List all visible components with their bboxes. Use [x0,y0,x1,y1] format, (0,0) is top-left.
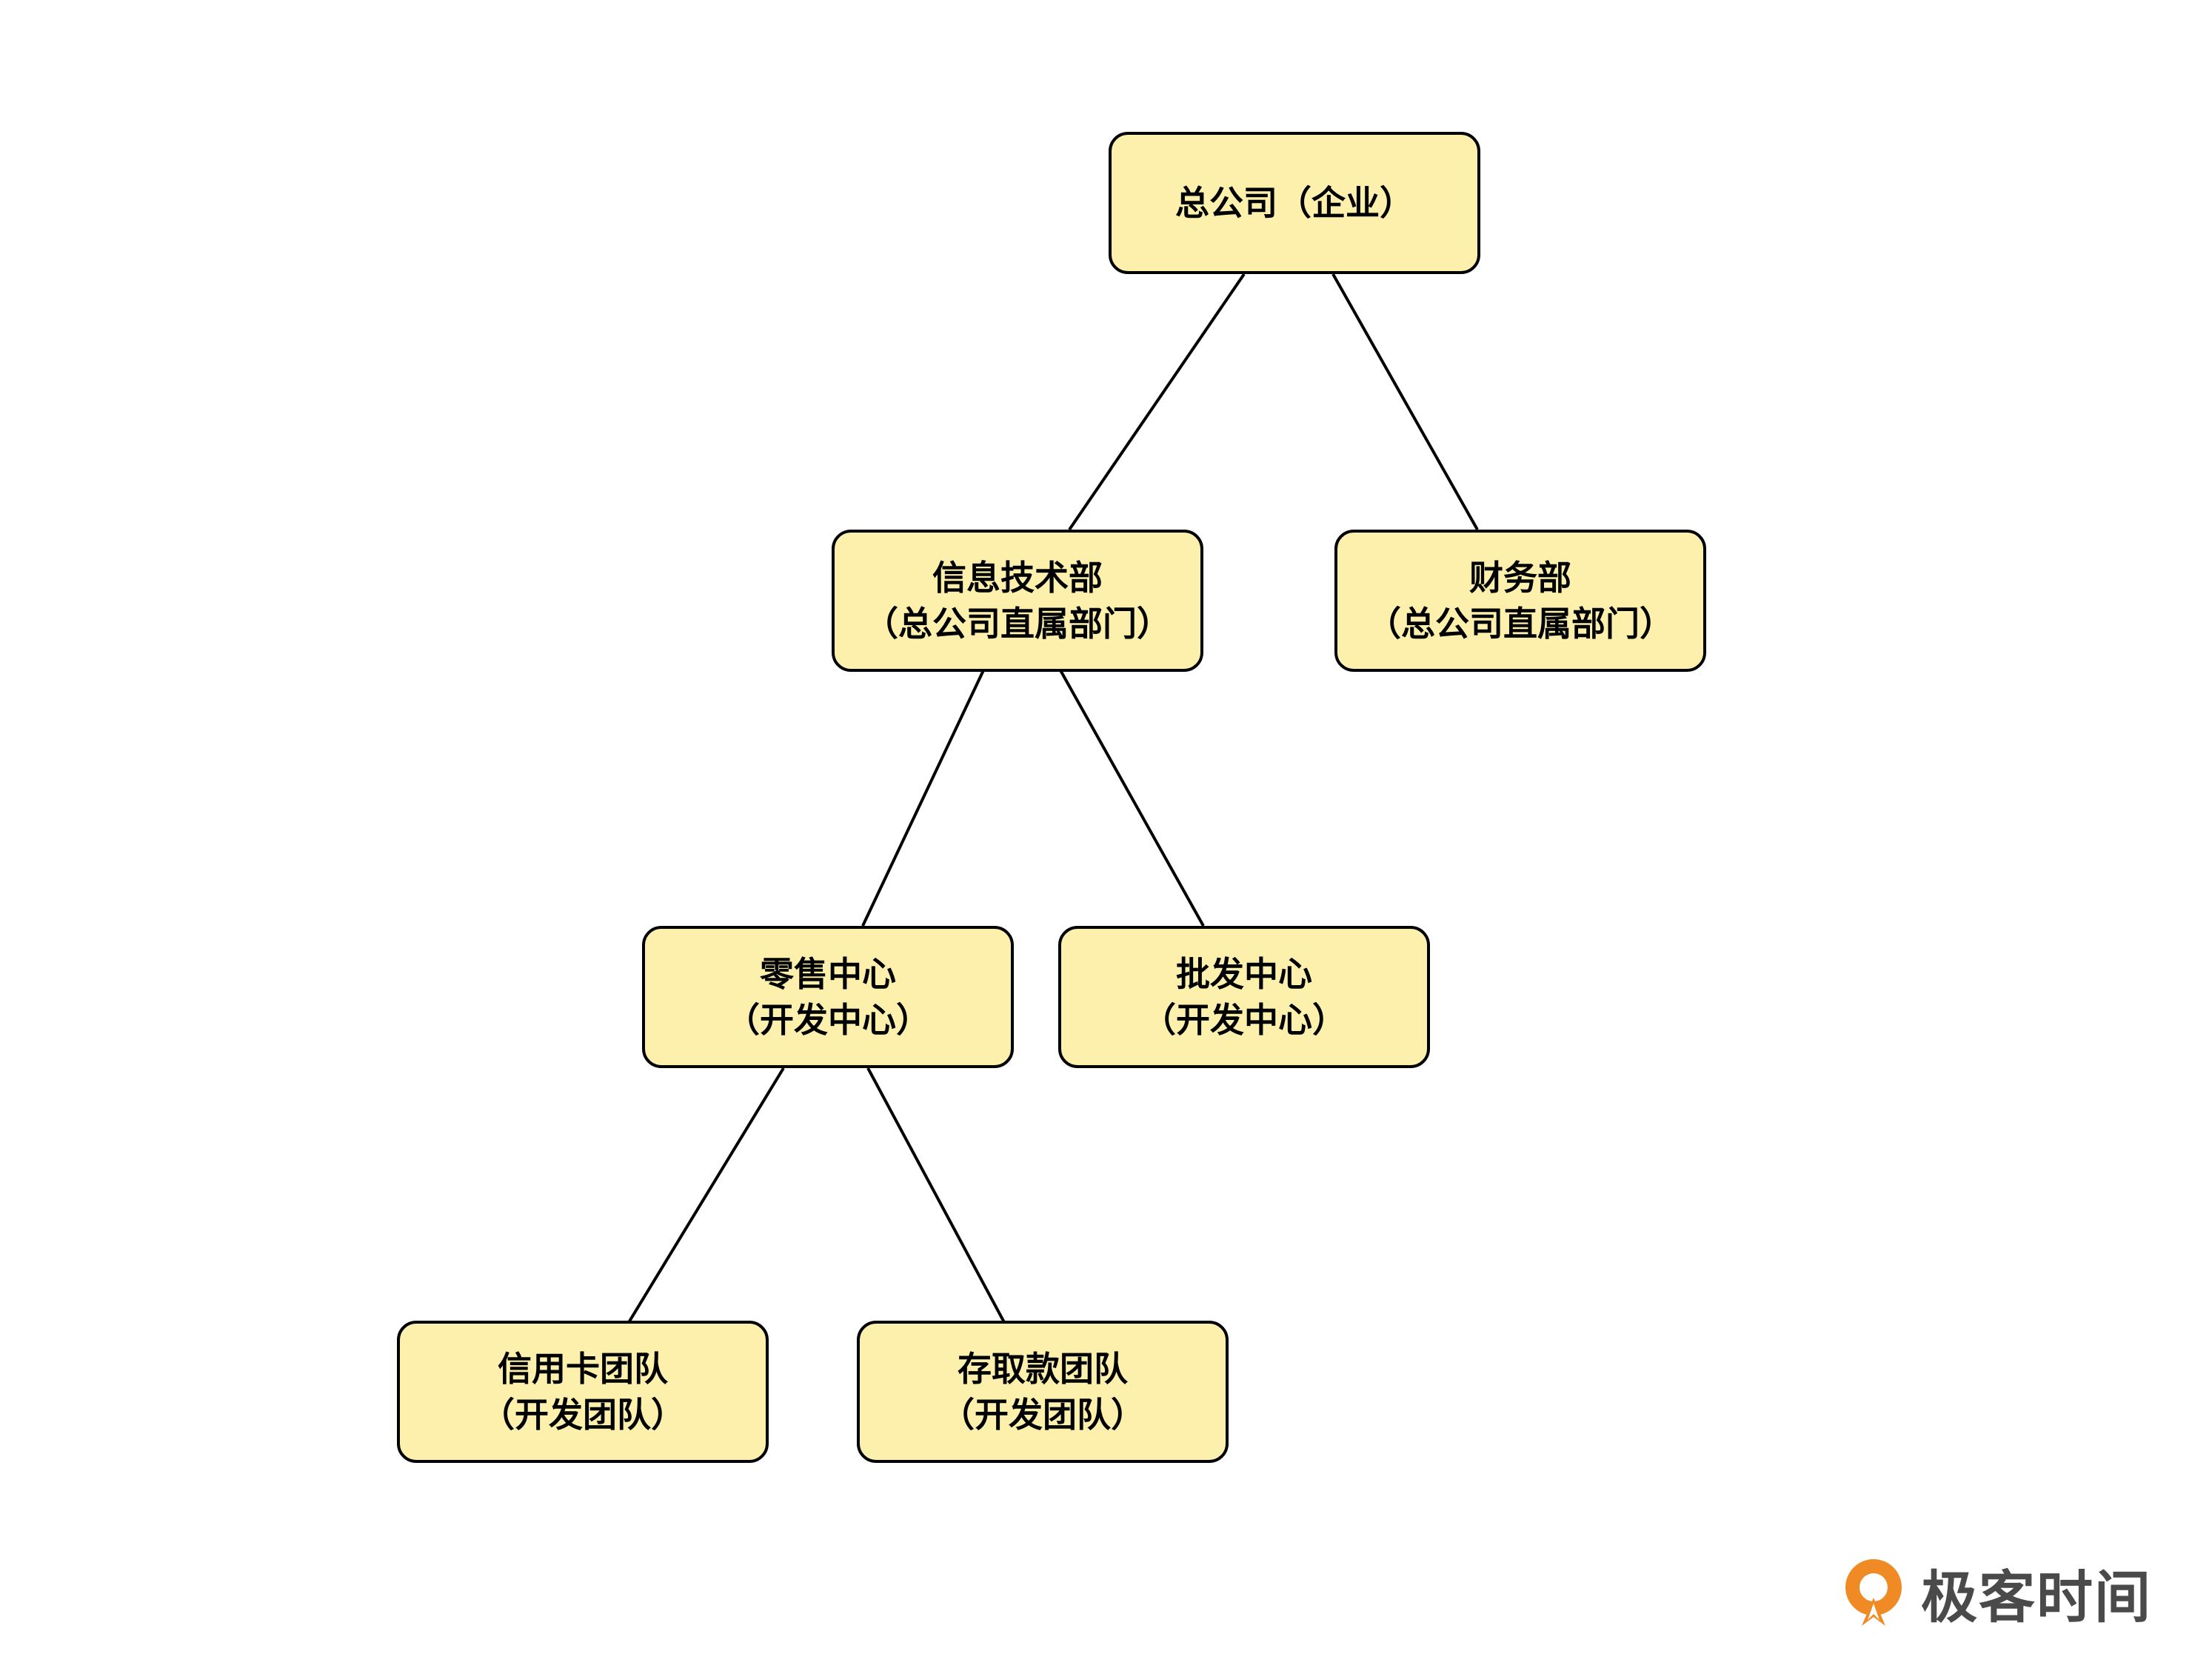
node-root: 总公司（企业） [1109,132,1480,274]
node-retail-line1: 零售中心 [760,954,896,994]
node-retail-center: 零售中心 （开发中心） [642,926,1014,1068]
node-credit-line2: （开发团队） [481,1395,685,1435]
node-it-line2: （总公司直属部门） [864,604,1171,644]
node-wholesale-center: 批发中心 （开发中心） [1058,926,1430,1068]
node-deposit-line2: （开发团队） [940,1395,1145,1435]
edge-retail-to-credit [626,1067,785,1325]
node-deposit-line1: 存取款团队 [958,1349,1128,1389]
node-deposit-team: 存取款团队 （开发团队） [857,1321,1229,1463]
node-credit-card-team: 信用卡团队 （开发团队） [397,1321,769,1463]
geektime-logo-icon [1845,1559,1902,1626]
edge-root-to-it [1068,273,1246,531]
node-finance-department: 财务部 （总公司直属部门） [1334,530,1706,672]
node-wholesale-line2: （开发中心） [1142,1000,1346,1040]
geektime-watermark: 极客时间 [1837,1552,2152,1633]
geektime-logo-text: 极客时间 [1921,1564,2152,1630]
node-finance-line2: （总公司直属部门） [1367,604,1674,644]
node-credit-line1: 信用卡团队 [498,1349,668,1389]
edge-it-to-wholesale [1059,670,1205,927]
node-it-line1: 信息技术部 [932,558,1103,598]
edge-root-to-finance [1331,273,1479,530]
node-it-department: 信息技术部 （总公司直属部门） [832,530,1203,672]
edge-it-to-retail [861,670,985,927]
node-finance-line1: 财务部 [1469,558,1571,598]
edge-retail-to-deposit [866,1067,1006,1324]
node-root-line1: 总公司（企业） [1175,183,1414,223]
node-wholesale-line1: 批发中心 [1176,954,1312,994]
node-retail-line2: （开发中心） [726,1000,930,1040]
